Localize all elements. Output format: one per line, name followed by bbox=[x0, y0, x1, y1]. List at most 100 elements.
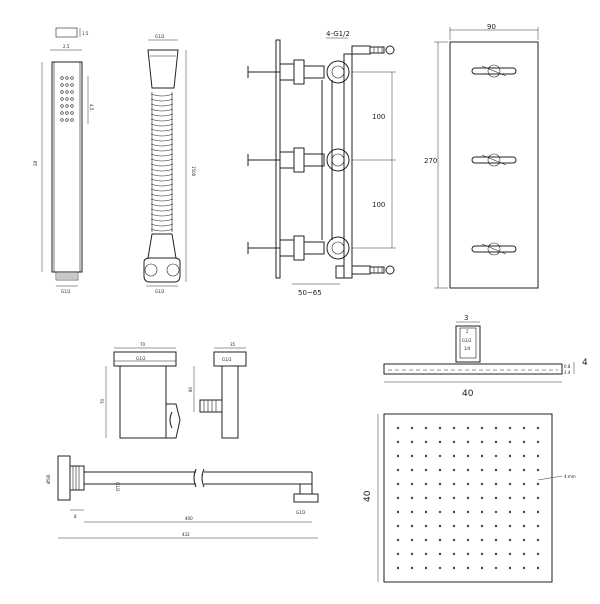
nozzle-dot bbox=[536, 482, 540, 486]
spray-hole bbox=[60, 104, 64, 108]
spray-hole bbox=[70, 97, 74, 101]
spray-hole bbox=[60, 118, 64, 122]
nozzle-dot bbox=[536, 426, 540, 430]
nozzle-dot bbox=[522, 538, 526, 542]
nozzle-dot bbox=[396, 440, 400, 444]
nozzle-dot bbox=[396, 524, 400, 528]
bracket-width-label: 70 bbox=[140, 342, 146, 347]
front-lever-top bbox=[471, 64, 517, 78]
nozzle-dot bbox=[410, 566, 414, 570]
hose-drawing: G1/2 G1/2 1500 bbox=[143, 34, 196, 294]
front-lever-bottom bbox=[471, 242, 517, 256]
nozzle-dot bbox=[452, 454, 456, 458]
nozzle-dot bbox=[494, 468, 498, 472]
nozzle-dot bbox=[410, 510, 414, 514]
plate-width-label: 90 bbox=[487, 23, 496, 31]
nozzle-dot bbox=[396, 538, 400, 542]
nozzle-dot bbox=[396, 454, 400, 458]
bracket-thread-center-label: G1/2 bbox=[136, 356, 146, 361]
spray-hole bbox=[70, 111, 74, 115]
head-side-label: 40 bbox=[363, 490, 373, 502]
nozzle-dot bbox=[466, 510, 470, 514]
hand-shower-thickness-label: 1,5 bbox=[82, 31, 89, 36]
nozzle-dot bbox=[466, 468, 470, 472]
nozzle-dot bbox=[522, 566, 526, 570]
valve-spacing-2-label: 100 bbox=[372, 201, 385, 209]
nozzle-dot bbox=[508, 524, 512, 528]
nozzle-dot bbox=[508, 440, 512, 444]
valve-wall-plate bbox=[275, 39, 281, 279]
nozzle-dot bbox=[494, 454, 498, 458]
hose-ridge bbox=[150, 153, 174, 157]
nozzle-dot bbox=[424, 524, 428, 528]
hose-ridge bbox=[150, 148, 174, 152]
nozzle-dot bbox=[522, 440, 526, 444]
nozzle-dot bbox=[452, 552, 456, 556]
nozzle-grid bbox=[396, 426, 540, 570]
hose-ridge bbox=[150, 93, 174, 97]
hose-ridge bbox=[150, 193, 174, 197]
nozzle-dot bbox=[480, 552, 484, 556]
nozzle-dot bbox=[452, 538, 456, 542]
arm-thread-out-label: G1/2 bbox=[296, 510, 306, 515]
hand-shower-base-label: G1/2 bbox=[61, 289, 71, 294]
hose-ridge bbox=[150, 178, 174, 182]
hose-top-thread-label: G1/2 bbox=[155, 34, 165, 39]
nozzle-dot bbox=[424, 538, 428, 542]
head-plate-top bbox=[383, 413, 553, 583]
valve-fitting-top bbox=[351, 45, 395, 55]
nozzle-dot bbox=[480, 426, 484, 430]
nozzle-dot bbox=[494, 510, 498, 514]
hose-ridge bbox=[150, 158, 174, 162]
nozzle-dot bbox=[396, 552, 400, 556]
hose-ridges bbox=[150, 93, 174, 232]
nozzle-dot bbox=[452, 524, 456, 528]
nozzle-dot bbox=[438, 468, 442, 472]
hose-ridge bbox=[150, 123, 174, 127]
nozzle-dot bbox=[480, 566, 484, 570]
nozzle-dot bbox=[508, 426, 512, 430]
nozzle-dot bbox=[410, 524, 414, 528]
head-neck-width-label: 2 bbox=[466, 329, 469, 334]
bracket-height-label: 70 bbox=[100, 398, 105, 404]
arm-offset-label: 8 bbox=[74, 514, 77, 519]
nozzle-note-label: 4 mm bbox=[564, 474, 576, 479]
nozzle-dot bbox=[522, 482, 526, 486]
spray-hole bbox=[60, 83, 64, 87]
nozzle-dot bbox=[410, 440, 414, 444]
nozzle-dot bbox=[452, 440, 456, 444]
nozzle-dot bbox=[480, 496, 484, 500]
nozzle-dot bbox=[396, 468, 400, 472]
nozzle-dot bbox=[396, 426, 400, 430]
nozzle-dot bbox=[466, 496, 470, 500]
spray-hole bbox=[60, 90, 64, 94]
nozzle-dot bbox=[508, 510, 512, 514]
hose-ridge bbox=[150, 128, 174, 132]
valve-handle-top bbox=[247, 59, 350, 85]
nozzle-dot bbox=[480, 538, 484, 542]
nozzle-dot bbox=[522, 524, 526, 528]
nozzle-dot bbox=[424, 566, 428, 570]
front-lever-middle bbox=[471, 153, 517, 167]
hose-ridge bbox=[150, 133, 174, 137]
nozzle-dot bbox=[508, 552, 512, 556]
nozzle-dot bbox=[452, 566, 456, 570]
nozzle-dot bbox=[536, 440, 540, 444]
nozzle-dot bbox=[410, 496, 414, 500]
spray-hole bbox=[70, 118, 74, 122]
valve-side-drawing: 4-G1/2 100 100 50~65 bbox=[247, 30, 396, 297]
nozzle-dot bbox=[522, 426, 526, 430]
nozzle-dot bbox=[508, 468, 512, 472]
nozzle-dot bbox=[522, 552, 526, 556]
nozzle-dot bbox=[452, 496, 456, 500]
nozzle-dot bbox=[536, 566, 540, 570]
hose-ridge bbox=[150, 173, 174, 177]
hand-shower-spray-height-label: 4,5 bbox=[89, 104, 94, 111]
nozzle-dot bbox=[438, 566, 442, 570]
nozzle-dot bbox=[536, 496, 540, 500]
nozzle-dot bbox=[466, 440, 470, 444]
nozzle-dot bbox=[438, 440, 442, 444]
nozzle-dot bbox=[410, 538, 414, 542]
nozzle-dot bbox=[410, 482, 414, 486]
